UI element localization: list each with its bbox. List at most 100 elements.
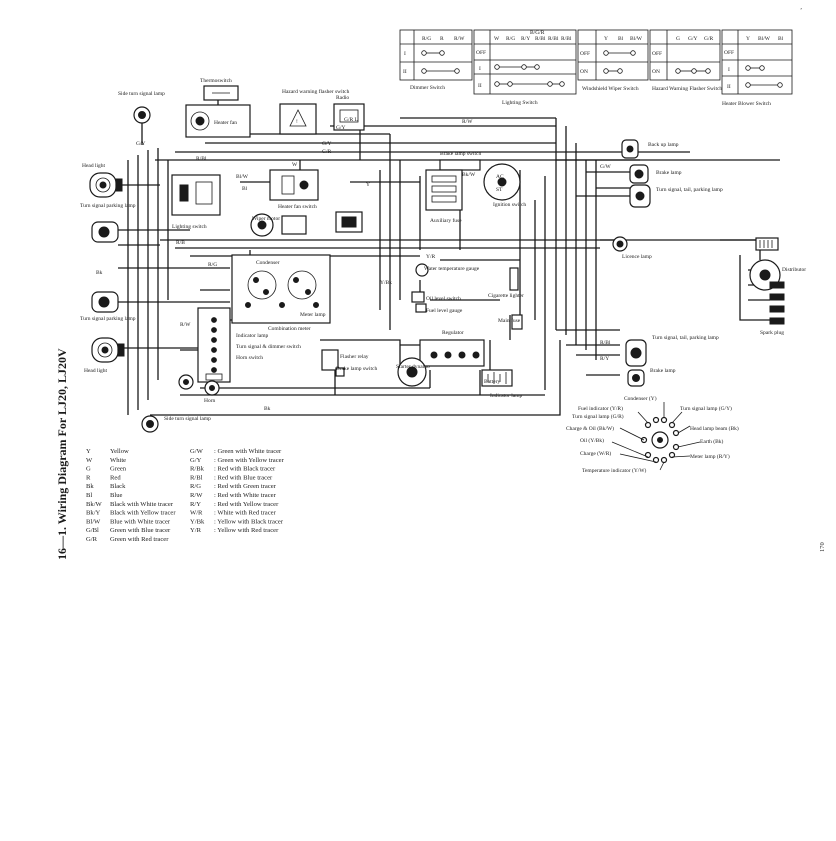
lighting-switch: Lighting switch bbox=[171, 174, 221, 230]
heater-blower-switch-table: Y Bl/W Bl OFF I II Heater Blower Switch bbox=[721, 29, 793, 107]
connector-block bbox=[335, 211, 363, 233]
meter-lamp-label: Meter lamp bbox=[300, 312, 326, 318]
legend-left-code: G bbox=[86, 466, 91, 473]
wiper-row-2: ON bbox=[580, 69, 588, 75]
wire-label-gy3: G/Y bbox=[336, 125, 346, 131]
mc-charge-oil: Charge & Oil (Bk/W) bbox=[566, 425, 614, 432]
hazard-col-2: G/Y bbox=[688, 36, 698, 42]
dimmer-col-2: R bbox=[440, 36, 444, 42]
turn-signal-tail-parking-lamp-bottom-label: Turn signal, tail, parking lamp bbox=[652, 335, 719, 341]
side-turn-signal-lamp-top: Side turn signal lamp bbox=[118, 91, 165, 145]
turn-signal-dimmer-switch: Indicator lamp Turn signal & dimmer swit… bbox=[197, 307, 301, 383]
side-turn-signal-lamp-bottom-label: Side turn signal lamp bbox=[164, 416, 211, 422]
lighting-switch-table: W R/G R/Y R/Bl R/Bl R/Bl OFF I II Lighti… bbox=[473, 29, 577, 106]
mc-turn-signal-gr: Turn signal lamp (G/R) bbox=[572, 413, 624, 420]
blower-switch-label: Heater Blower Switch bbox=[722, 101, 771, 107]
brake-lamp-bottom: Brake lamp bbox=[627, 368, 676, 387]
head-light-top: Head light bbox=[82, 163, 123, 198]
turn-signal-tail-parking-lamp-top-label: Turn signal, tail, parking lamp bbox=[656, 187, 723, 193]
wire-label-rbl-top: R/Bl bbox=[196, 156, 207, 162]
wire-label-gy: G/Y bbox=[136, 141, 146, 147]
wiper-motor: Wiper motor bbox=[250, 213, 307, 237]
mc-temperature-indicator: Temperature indicator (Y/W) bbox=[582, 467, 647, 474]
regulator-label: Regulator bbox=[442, 330, 464, 336]
legend-right-name: : Yellow with Black tracer bbox=[214, 518, 284, 525]
components: Thermoswitch Heater fan Side turn signal… bbox=[80, 78, 806, 433]
legend-right-code: R/G bbox=[190, 483, 201, 490]
wiper-col-1: Y bbox=[604, 36, 608, 42]
thermoswitch-label: Thermoswitch bbox=[200, 78, 232, 84]
legend-left-code: Bl bbox=[86, 492, 92, 499]
legend-right-name: : Green with Yellow tracer bbox=[214, 457, 285, 464]
lighting-switch-label: Lighting switch bbox=[172, 224, 207, 230]
head-light-bottom: Head light bbox=[84, 337, 125, 374]
fuel-level-gauge: Fuel level gauge bbox=[415, 303, 463, 314]
legend-left-code: Bk bbox=[86, 483, 94, 490]
dimmer-col-3: R/W bbox=[454, 36, 465, 42]
dimmer-col-1: R/G bbox=[422, 36, 431, 42]
brake-lamp-top-label: Brake lamp bbox=[656, 170, 682, 176]
lighting-row-2: I bbox=[479, 66, 481, 72]
legend-left-code: G/R bbox=[86, 536, 98, 543]
legend-left-name: Blue bbox=[110, 492, 123, 499]
legend-right-code: G/W bbox=[190, 448, 204, 455]
hazard-col-1: G bbox=[676, 36, 680, 42]
lighting-col-4: R/Bl bbox=[535, 36, 546, 42]
wire-label-bl: Bl bbox=[242, 186, 248, 192]
side-turn-signal-lamp-bottom: Side turn signal lamp bbox=[141, 415, 211, 433]
legend-right-code: Y/R bbox=[190, 527, 202, 534]
horn-switch-label: Horn switch bbox=[236, 355, 263, 361]
legend-left-name: Red bbox=[110, 474, 121, 481]
lighting-row-1: OFF bbox=[476, 50, 486, 56]
heater-fan-switch: Heater fan switch bbox=[269, 169, 319, 210]
radio-label: Radio bbox=[336, 95, 349, 101]
thermoswitch: Thermoswitch bbox=[200, 78, 239, 101]
legend-left-code: G/Bl bbox=[86, 527, 99, 534]
back-up-lamp: Back up lamp bbox=[621, 139, 679, 159]
cigarette-lighter: Cigarette lighter bbox=[488, 267, 524, 299]
wire-label-gr: G/R bbox=[322, 149, 332, 155]
legend-left-name: Blue with White tracer bbox=[110, 518, 171, 525]
legend-left-name: Yellow bbox=[110, 448, 129, 455]
legend-left-name: Black with Yellow tracer bbox=[110, 510, 176, 517]
wire-label-rw: R/W bbox=[180, 322, 191, 328]
dimmer-row-1: I bbox=[404, 51, 406, 57]
mc-head-lamp-beam: Head lamp beam (Bk) bbox=[690, 425, 739, 432]
corner-mark: ’ bbox=[800, 7, 802, 14]
back-up-lamp-label: Back up lamp bbox=[648, 142, 679, 148]
heater-fan-switch-label: Heater fan switch bbox=[278, 203, 317, 210]
condenser-label: Condenser bbox=[256, 260, 280, 266]
wire-label-ry: R/Y bbox=[600, 356, 609, 362]
lighting-row-3: II bbox=[478, 83, 482, 89]
legend-left-code: W bbox=[86, 457, 93, 464]
wire-label-rb: R/B bbox=[176, 240, 185, 246]
legend-left-name: Green with Red tracer bbox=[110, 536, 169, 543]
wire-labels: G/Y R/Bl G/Y G/R G/Y G/R L R/W W Bl/W Bl… bbox=[96, 30, 612, 412]
hazard-switch-table: G G/Y G/R OFF ON Hazard Warning Flasher … bbox=[649, 29, 722, 92]
hazard-warning-flasher-switch: ! Hazard warning flasher switch bbox=[279, 88, 350, 135]
harness-wires bbox=[118, 110, 780, 416]
wire-label-y: Y bbox=[366, 182, 370, 188]
wire-label-bk: Bk bbox=[96, 270, 103, 276]
blower-row-2: I bbox=[728, 67, 730, 73]
legend-right-name: : Red with Green tracer bbox=[214, 483, 277, 490]
lighting-col-2: R/G bbox=[506, 36, 515, 42]
wire-label-yr: Y/R bbox=[426, 254, 436, 260]
legend-left-name: Black with White tracer bbox=[110, 501, 174, 508]
wire-label-grl: G/R L bbox=[344, 117, 359, 123]
lighting-col-1: W bbox=[494, 36, 500, 42]
starter-dynamo-label: Starter dynamo bbox=[396, 364, 430, 370]
blower-col-1: Y bbox=[746, 36, 750, 42]
brake-lamp-switch-top-label: Brake lamp switch bbox=[440, 151, 481, 157]
legend-right-name: : White with Red tracer bbox=[214, 510, 277, 517]
legend-right-name: : Green with White tracer bbox=[214, 448, 282, 455]
wire-label-bgr: B/G/R bbox=[530, 30, 545, 36]
mc-turn-signal-gy: Turn signal lamp (G/Y) bbox=[680, 405, 732, 412]
oil-level-switch: Oil level switch bbox=[411, 291, 461, 303]
brake-lamp-switch: Brake lamp switch bbox=[335, 366, 377, 377]
water-temperature-gauge: Water temperature gauge bbox=[415, 263, 480, 277]
legend-left-name: Black bbox=[110, 483, 126, 490]
wiper-switch-table: Y Bl Bl/W OFF ON Windshield Wiper Switch bbox=[577, 29, 649, 92]
legend-right-code: R/Bk bbox=[190, 466, 205, 473]
